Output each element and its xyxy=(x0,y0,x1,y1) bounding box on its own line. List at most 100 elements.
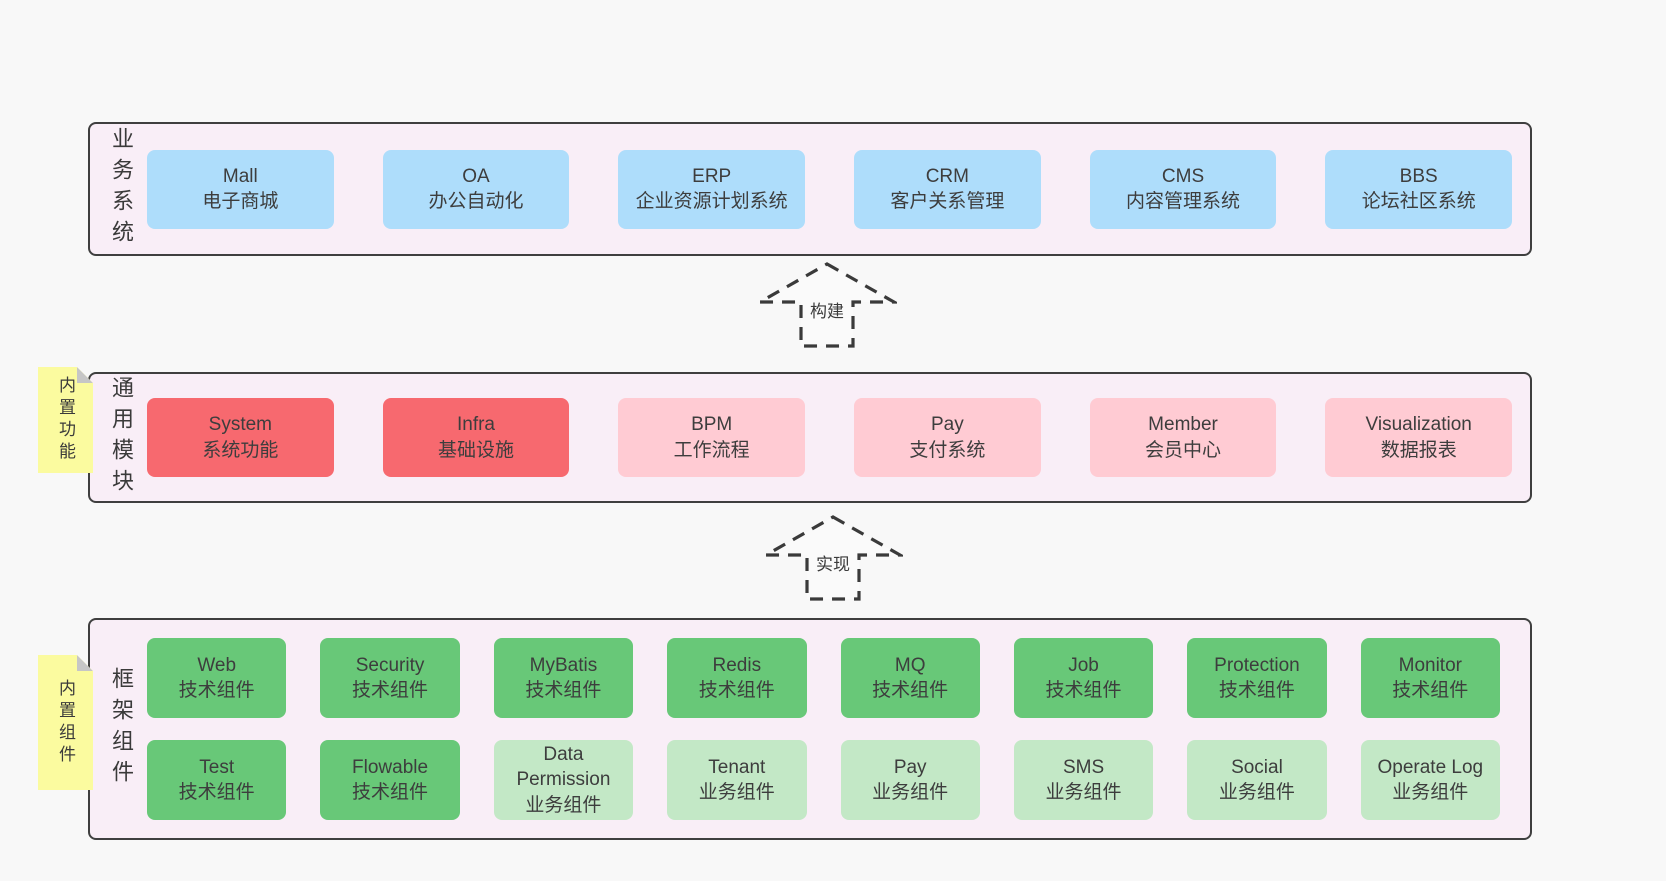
layer-common-modules: 通用模块 System 系统功能 Infra 基础设施 BPM 工作流程 Pay 支付系统 Me… xyxy=(88,372,1532,503)
sticky-note-builtin-features: 内置功能 xyxy=(38,367,93,473)
component-box-pay: Pay 支付系统 xyxy=(854,398,1041,477)
box-subtitle: 业务组件 xyxy=(1045,782,1122,803)
box-title: Security xyxy=(355,654,425,676)
component-box-sms: SMS 业务组件 xyxy=(1013,740,1154,820)
implement-arrow: 实现 xyxy=(763,514,903,602)
component-box-test: Test 技术组件 xyxy=(147,740,287,820)
box-subtitle: 业务组件 xyxy=(525,794,602,816)
box-title: Job xyxy=(1068,654,1099,676)
box-subtitle: 业务组件 xyxy=(872,782,949,803)
component-box-bpm: BPM 工作流程 xyxy=(618,398,806,477)
box-title: BPM xyxy=(691,414,733,436)
component-box-operate-log: Operate Log 业务组件 xyxy=(1360,740,1500,820)
box-subtitle: 系统功能 xyxy=(202,439,279,461)
box-subtitle: 论坛社区系统 xyxy=(1361,191,1476,212)
box-subtitle: 技术组件 xyxy=(352,782,429,803)
component-box-security: Security 技术组件 xyxy=(320,638,460,718)
component-box-data-permission: Data Permission 业务组件 xyxy=(493,740,634,820)
box-title: Pay xyxy=(893,756,927,778)
component-box-pay: Pay 业务组件 xyxy=(840,740,980,820)
box-title: MyBatis xyxy=(529,654,598,676)
box-subtitle: 客户关系管理 xyxy=(890,191,1005,212)
box-title: SMS xyxy=(1062,756,1105,778)
box-title: Pay xyxy=(930,414,964,436)
box-title: Tenant xyxy=(708,756,766,778)
box-title: CMS xyxy=(1161,165,1205,187)
box-title: Infra xyxy=(456,414,496,436)
layer-label-framework: 框架组件 xyxy=(109,667,134,791)
component-box-protection: Protection 技术组件 xyxy=(1187,638,1327,718)
box-title: ERP xyxy=(692,165,732,187)
component-box-web: Web 技术组件 xyxy=(147,638,287,718)
box-title: CRM xyxy=(925,165,969,187)
box-subtitle: 技术组件 xyxy=(1218,680,1295,701)
note-text: 内置功能 xyxy=(56,376,75,464)
component-box-infra: Infra 基础设施 xyxy=(382,398,570,477)
box-title: Redis xyxy=(712,654,762,676)
box-subtitle: 电子商城 xyxy=(202,191,279,212)
box-title: Mall xyxy=(222,165,258,187)
build-arrow: 构建 xyxy=(757,261,897,349)
component-box-system: System 系统功能 xyxy=(147,398,334,477)
layer-label-business: 业务系统 xyxy=(109,127,134,251)
box-subtitle: 业务组件 xyxy=(698,782,775,803)
component-box-redis: Redis 技术组件 xyxy=(667,638,807,718)
box-subtitle: 内容管理系统 xyxy=(1126,191,1241,212)
box-title: Protection xyxy=(1214,654,1300,676)
box-title: Monitor xyxy=(1398,654,1462,676)
box-subtitle: 业务组件 xyxy=(1392,782,1469,803)
box-subtitle: 技术组件 xyxy=(525,680,602,701)
box-title: Web xyxy=(197,654,237,676)
build-arrow-label: 构建 xyxy=(807,297,847,322)
component-box-member: Member 会员中心 xyxy=(1089,398,1277,477)
component-box-crm: CRM 客户关系管理 xyxy=(854,149,1041,229)
box-subtitle: 技术组件 xyxy=(178,680,255,701)
layer-label-modules: 通用模块 xyxy=(109,375,134,500)
box-subtitle: 技术组件 xyxy=(698,680,775,701)
box-subtitle: 技术组件 xyxy=(872,680,949,701)
box-title: Test xyxy=(199,756,235,778)
module-boxes: System 系统功能 Infra 基础设施 BPM 工作流程 Pay 支付系统 Member 会… xyxy=(147,374,1513,501)
component-box-visualization: Visualization 数据报表 xyxy=(1325,398,1513,477)
component-box-tenant: Tenant 业务组件 xyxy=(667,740,807,820)
box-subtitle: 业务组件 xyxy=(1218,782,1295,803)
sticky-note-builtin-components: 内置组件 xyxy=(38,655,93,790)
box-subtitle: 技术组件 xyxy=(1392,680,1469,701)
component-box-monitor: Monitor 技术组件 xyxy=(1360,638,1500,718)
box-title: Flowable xyxy=(352,756,429,778)
box-subtitle: 基础设施 xyxy=(438,439,515,461)
component-box-mall: Mall 电子商城 xyxy=(147,149,334,229)
component-box-cms: CMS 内容管理系统 xyxy=(1089,149,1277,229)
box-subtitle: 办公自动化 xyxy=(428,191,524,212)
box-title: System xyxy=(208,414,273,436)
box-title: Operate Log xyxy=(1377,756,1484,778)
implement-arrow-label: 实现 xyxy=(813,550,853,575)
box-subtitle: 会员中心 xyxy=(1145,439,1222,461)
layer-business-systems: 业务系统 Mall 电子商城 OA 办公自动化 ERP 企业资源计划系统 CRM 客户关系管理… xyxy=(88,122,1532,256)
box-subtitle: 技术组件 xyxy=(178,782,255,803)
component-box-social: Social 业务组件 xyxy=(1187,740,1327,820)
box-title: Data Permission xyxy=(516,744,611,791)
box-title: Social xyxy=(1231,756,1283,778)
box-subtitle: 工作流程 xyxy=(673,439,750,461)
component-box-erp: ERP 企业资源计划系统 xyxy=(618,149,806,229)
box-subtitle: 支付系统 xyxy=(909,439,986,461)
note-text: 内置组件 xyxy=(56,678,75,767)
box-title: OA xyxy=(462,165,490,187)
business-boxes: Mall 电子商城 OA 办公自动化 ERP 企业资源计划系统 CRM 客户关系管理 CMS 内容… xyxy=(147,124,1513,254)
component-box-flowable: Flowable 技术组件 xyxy=(320,740,460,820)
box-title: Member xyxy=(1148,414,1218,436)
box-subtitle: 企业资源计划系统 xyxy=(635,191,788,212)
box-title: Visualization xyxy=(1365,414,1472,436)
box-subtitle: 技术组件 xyxy=(352,680,429,701)
box-subtitle: 数据报表 xyxy=(1380,439,1457,461)
component-row: Mall 电子商城 OA 办公自动化 ERP 企业资源计划系统 CRM 客户关系管理 CMS 内容… xyxy=(147,149,1513,229)
